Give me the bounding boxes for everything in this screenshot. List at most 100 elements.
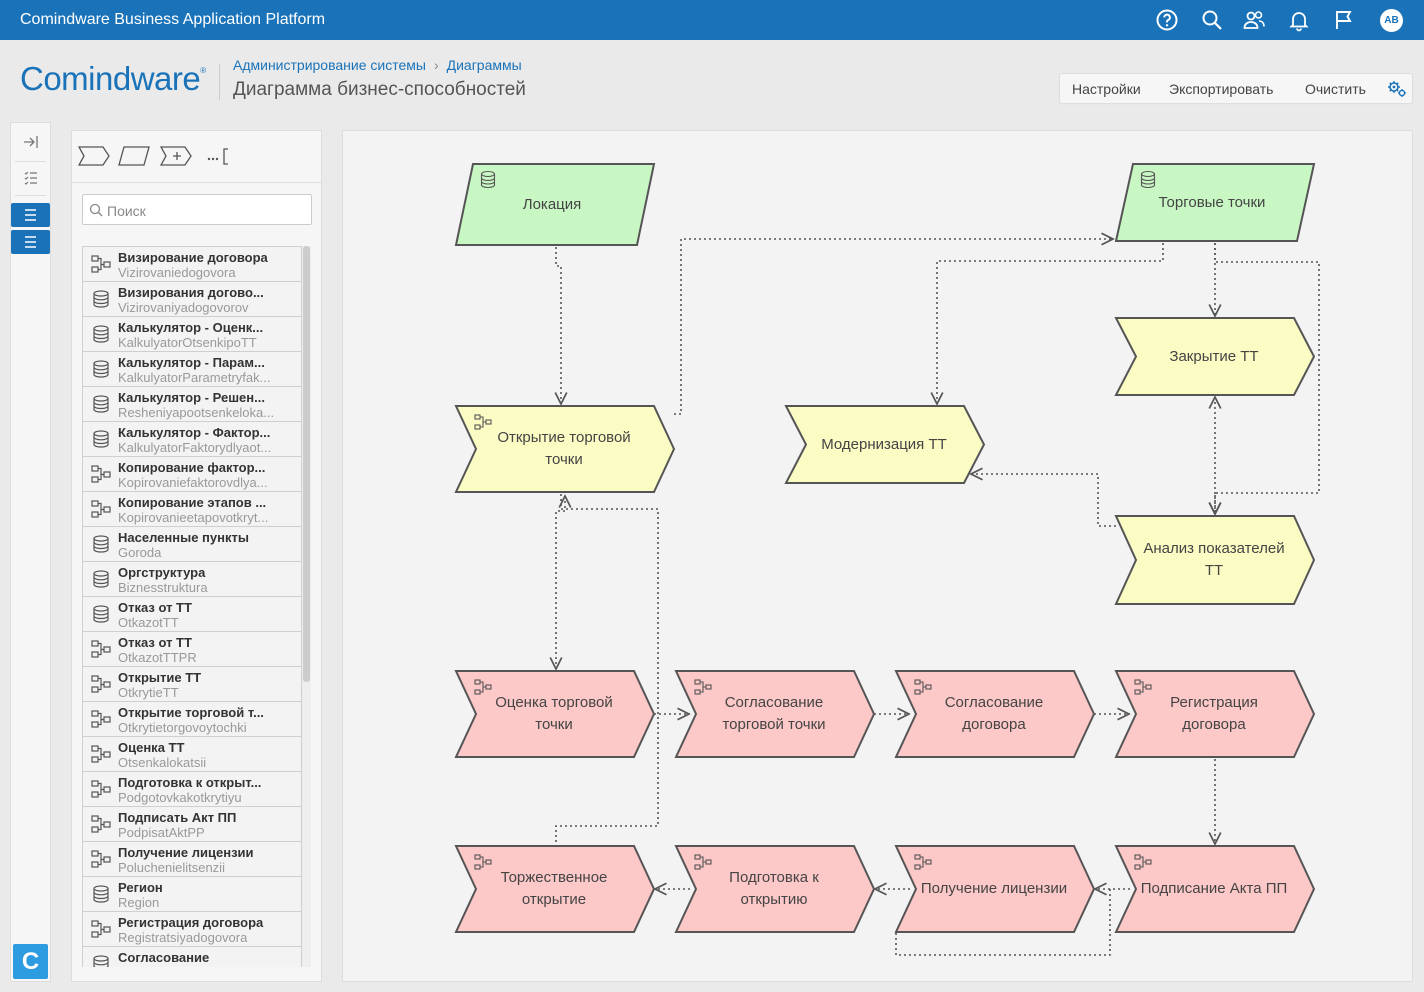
search-icon: [89, 203, 103, 217]
data-shape-icon[interactable]: [118, 146, 150, 166]
list-item-title: Получение лицензии: [118, 845, 254, 860]
list-item-subtitle: Vizirovaniyadogovorov: [118, 300, 249, 315]
palette-divider: [72, 182, 321, 183]
node-ots[interactable]: [454, 670, 656, 758]
list-item-title: Подготовка к открыт...: [118, 775, 262, 790]
list-item-title: Калькулятор - Фактор...: [118, 425, 271, 440]
database-icon: [91, 885, 111, 903]
connector-line[interactable]: [556, 247, 561, 404]
list-item[interactable]: Подготовка к открыт...Podgotovkakotkryti…: [82, 771, 302, 806]
help-icon[interactable]: [1155, 8, 1179, 32]
breadcrumb-admin[interactable]: Администрирование системы: [233, 57, 426, 73]
connector-line[interactable]: [555, 494, 659, 846]
list-icon: [25, 236, 36, 248]
page-title: Диаграмма бизнес-способностей: [233, 79, 526, 100]
list-view-button[interactable]: [11, 203, 50, 227]
list-item-subtitle: Podgotovkakotkrytiyu: [118, 790, 242, 805]
list-item[interactable]: Копирование этапов ...Kopirovanieetapovo…: [82, 491, 302, 526]
node-tt[interactable]: [1114, 163, 1316, 242]
settings-button[interactable]: Настройки: [1072, 81, 1141, 97]
left-rail: C: [10, 122, 51, 982]
bell-icon[interactable]: [1287, 8, 1311, 32]
users-icon[interactable]: [1242, 8, 1266, 32]
function-shape-icon[interactable]: [78, 146, 110, 166]
process-icon: [91, 465, 111, 483]
process-shape-icon[interactable]: [160, 146, 192, 166]
connectors: [555, 239, 1320, 956]
breadcrumb-diagrams[interactable]: Диаграммы: [446, 57, 522, 73]
list-item[interactable]: Согласование: [82, 946, 302, 967]
list-item-subtitle: Registratsiyadogovora: [118, 930, 248, 945]
search-input[interactable]: Поиск: [82, 194, 312, 225]
comindware-app-icon[interactable]: C: [13, 944, 48, 979]
node-pod[interactable]: [674, 845, 876, 933]
flag-icon[interactable]: [1332, 8, 1356, 32]
gear-icon[interactable]: [1386, 79, 1408, 99]
list-item[interactable]: Копирование фактор...Kopirovaniefaktorov…: [82, 456, 302, 491]
search-icon[interactable]: [1200, 8, 1224, 32]
rail-divider: [15, 195, 46, 196]
collapse-panel-icon[interactable]: [11, 129, 50, 155]
node-sog1[interactable]: [674, 670, 876, 758]
avatar[interactable]: AB: [1380, 9, 1403, 32]
process-icon: [91, 675, 111, 693]
list-item[interactable]: Калькулятор - Оценк...KalkulyatorOtsenki…: [82, 316, 302, 351]
database-icon: [91, 955, 111, 967]
node-zak[interactable]: [1114, 317, 1316, 396]
list-item[interactable]: Визирования догово...Vizirovaniyadogovor…: [82, 281, 302, 316]
node-akt[interactable]: [1114, 845, 1316, 933]
export-button[interactable]: Экспортировать: [1169, 81, 1274, 97]
node-tor[interactable]: [454, 845, 656, 933]
list-item[interactable]: Калькулятор - Фактор...KalkulyatorFaktor…: [82, 421, 302, 456]
process-icon: [91, 815, 111, 833]
connector-line[interactable]: [895, 889, 1111, 956]
node-lok[interactable]: [454, 163, 656, 246]
node-reg[interactable]: [1114, 670, 1316, 758]
list-item-title: Копирование этапов ...: [118, 495, 267, 510]
list-item[interactable]: Калькулятор - Решен...Resheniyapootsenke…: [82, 386, 302, 421]
list-item[interactable]: Открытие торговой т...Otkrytietorgovoyto…: [82, 701, 302, 736]
list-item-title: Копирование фактор...: [118, 460, 266, 475]
checklist-icon[interactable]: [11, 165, 50, 191]
brand-logo: Comindware®: [20, 60, 206, 97]
node-mod[interactable]: [784, 405, 986, 484]
list-view-button-2[interactable]: [11, 230, 50, 254]
list-item[interactable]: Калькулятор - Парам...KalkulyatorParamet…: [82, 351, 302, 386]
node-an[interactable]: [1114, 515, 1316, 605]
node-sog2[interactable]: [894, 670, 1096, 758]
list-item-subtitle: OtkazotTTPR: [118, 650, 197, 665]
list-item-subtitle: Biznesstruktura: [118, 580, 208, 595]
database-icon: [91, 570, 111, 588]
connector-line[interactable]: [556, 496, 565, 669]
process-icon: [91, 500, 111, 518]
node-pol[interactable]: [894, 845, 1096, 933]
database-icon: [91, 325, 111, 343]
connector-line[interactable]: [674, 239, 1113, 415]
list-item-subtitle: Kopirovaniefaktorovdlya...: [118, 475, 268, 490]
palette-scroll-thumb[interactable]: [303, 246, 310, 682]
list-item-subtitle: Kopirovanieetapovotkryt...: [118, 510, 269, 525]
annotation-shape-icon[interactable]: [206, 146, 232, 166]
connector-line[interactable]: [971, 474, 1116, 527]
list-item-title: Открытие ТТ: [118, 670, 202, 685]
process-icon: [91, 920, 111, 938]
database-icon: [91, 430, 111, 448]
database-icon: [91, 360, 111, 378]
connector-line[interactable]: [937, 243, 1164, 404]
clear-button[interactable]: Очистить: [1305, 81, 1366, 97]
node-otk[interactable]: [454, 405, 676, 493]
list-item-subtitle: Otsenkalokatsii: [118, 755, 207, 770]
list-item-title: Отказ от ТТ: [118, 635, 192, 650]
